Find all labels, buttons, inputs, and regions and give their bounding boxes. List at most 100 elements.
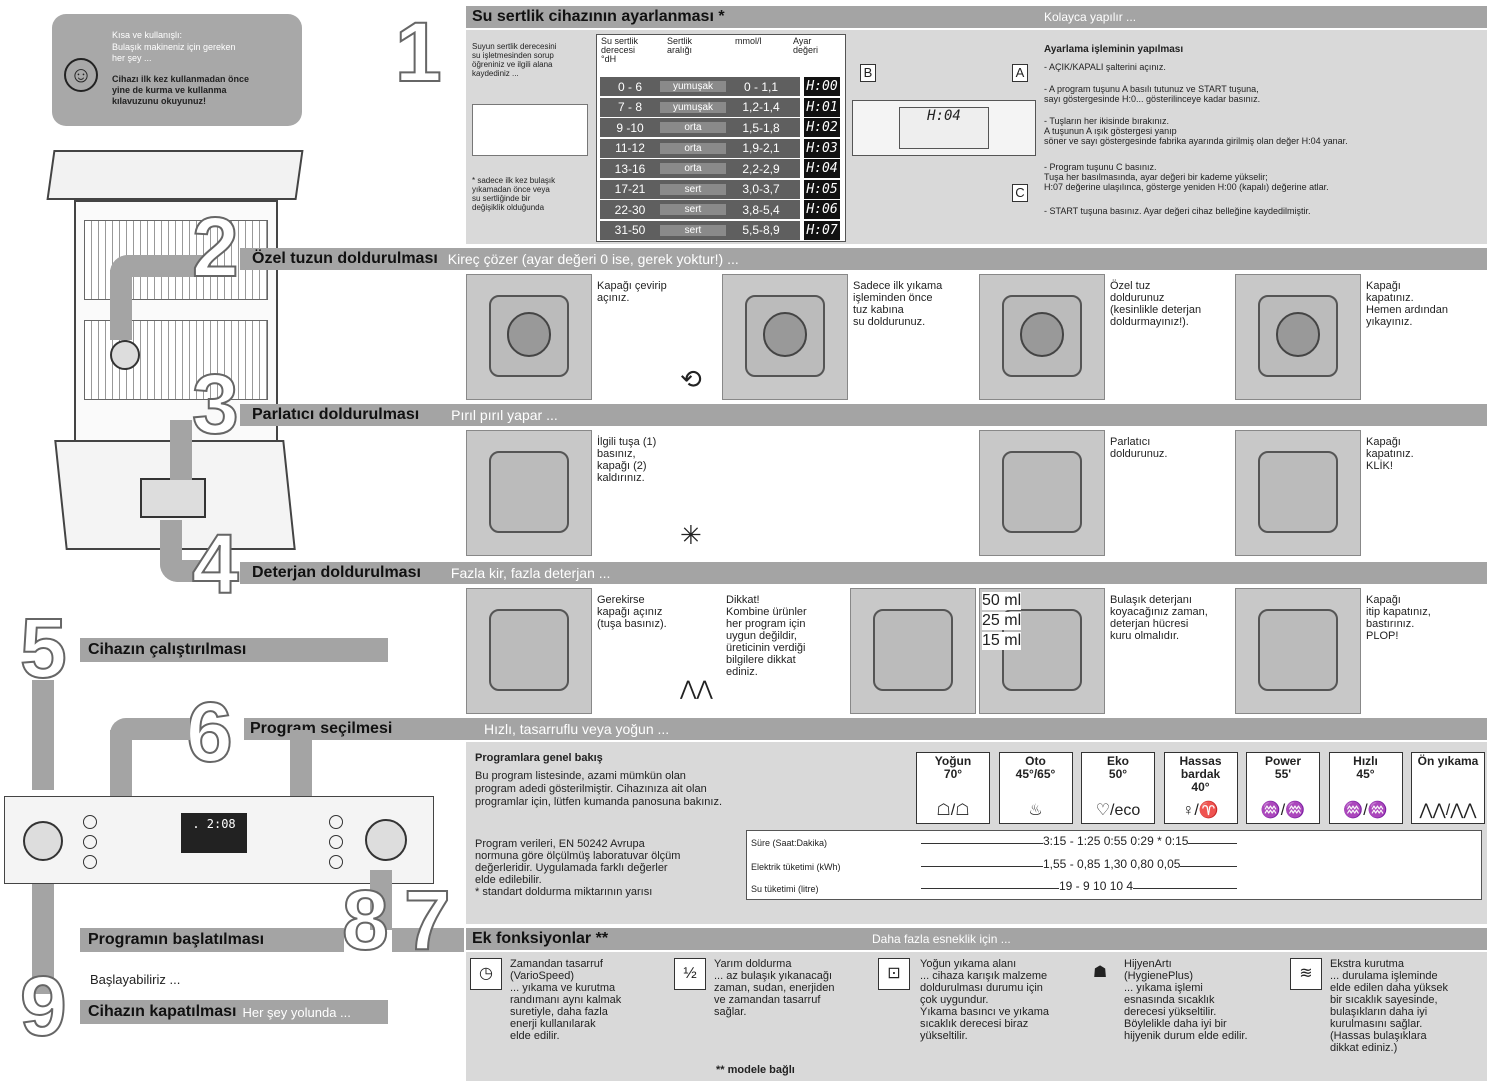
program-box: Oto 45°/65°♨ (998, 752, 1073, 824)
hardness-header-0: Su sertlik derecesi °dH (601, 36, 639, 64)
tip-box: ☺ Kısa ve kullanışlı: Bulaşık makineniz … (52, 14, 302, 126)
spray-icon: ⋀⋀ (680, 678, 713, 700)
section2-title: Özel tuzun doldurulması (252, 250, 438, 267)
procedure-step-2: - A program tuşunu A basılı tutunuz ve S… (1044, 84, 1261, 104)
hardness-cell: orta (660, 122, 726, 133)
salt-step4-image (1235, 274, 1361, 400)
program-icon: ♒/♒ (1343, 802, 1388, 819)
detergent-dispenser-icon (140, 478, 206, 518)
hardness-cell: 9 -10 (616, 120, 644, 135)
hardness-cell: sert (660, 204, 726, 215)
rinse-step3-image (979, 430, 1105, 556)
setting-value-lcd: H:06 (804, 200, 840, 219)
hardness-cell: yumuşak (660, 81, 726, 92)
panel-display-value: . 2:08 (192, 817, 236, 831)
clock-speed-icon: ◷ (470, 958, 502, 990)
hardness-cell: sert (660, 224, 726, 236)
hardness-cell: 2,2-2,9 (742, 161, 780, 176)
program-button-1[interactable] (83, 815, 97, 829)
option-button-1[interactable] (329, 815, 343, 829)
procedure-step-4: - Program tuşunu C basınız. Tuşa her bas… (1044, 162, 1329, 192)
hardness-header-1: Sertlik aralığı (667, 36, 693, 55)
func-hygiene-text: HijyenArtı (HygienePlus) ... yıkama işle… (1124, 958, 1248, 1042)
ready-text: Başlayabiliriz ... (90, 972, 181, 987)
appliance-control-panel: . 2:08 (4, 796, 434, 884)
section3-header: Parlatıcı doldurulması Pırıl pırıl yapar… (240, 404, 1487, 426)
section3-sub: Pırıl pırıl yapar ... (451, 407, 558, 423)
program-icon: ☖/☖ (936, 802, 970, 819)
start-button[interactable] (365, 819, 407, 861)
section2-header: Özel tuzun doldurulması Kireç çözer (aya… (240, 248, 1487, 270)
program-icon: ♀/♈ (1182, 802, 1219, 819)
section2-sub: Kireç çözer (ayar değeri 0 ise, gerek yo… (447, 251, 739, 267)
setting-value-lcd: H:05 (804, 179, 840, 199)
hardness-header-3: Ayar değeri (793, 36, 819, 55)
section7-footer: ** modele bağlı (716, 1064, 795, 1076)
ml-25: 25 ml (982, 612, 1022, 630)
section7-title: Ek fonksiyonlar ** (472, 930, 609, 947)
detergent-step2-image (850, 588, 976, 714)
setting-value-lcd: H:00 (804, 77, 840, 96)
data-label-water: Su tüketimi (litre) (751, 884, 819, 894)
salt-step1-text: Kapağı çevirip açınız. (597, 280, 667, 304)
section1-header: Su sertlik cihazının ayarlanması * Kolay… (466, 6, 1487, 28)
section4-sub: Fazla kir, fazla deterjan ... (450, 565, 611, 581)
detergent-step3-text: Bulaşık deterjanı koyacağınız zaman, det… (1110, 594, 1208, 642)
step6-title: Program seçilmesi (250, 720, 393, 737)
step9-sub: Her şey yolunda ... (242, 1004, 351, 1020)
detergent-step1-text: Gerekirse kapağı açınız (tuşa basınız). (597, 594, 667, 630)
option-button-3[interactable] (329, 855, 343, 869)
rinse-step1-text: İlgili tuşa (1) basınız, kapağı (2) kald… (597, 436, 657, 484)
section1-title: Su sertlik cihazının ayarlanması * (472, 8, 725, 25)
half-load-icon: ½ (674, 958, 706, 990)
hygiene-plus-icon: ☗ (1092, 964, 1108, 981)
power-button[interactable] (23, 821, 63, 861)
step-number-9: 9 (19, 959, 68, 1053)
salt-step2-image (722, 274, 848, 400)
hardness-cell: 31-50 (614, 223, 646, 237)
program-name: Ön yıkama (1417, 754, 1479, 768)
program-box: Ön yıkama⋀⋀/⋀⋀ (1411, 752, 1485, 824)
hardness-cell: 0 - 6 (617, 79, 642, 94)
setting-value-lcd: H:04 (804, 159, 840, 178)
program-button-2[interactable] (83, 835, 97, 849)
hardness-entry-box[interactable] (472, 104, 588, 156)
procedure-step-3: - Tuşların her ikisinde bırakınız. A tuş… (1044, 116, 1348, 146)
hardness-cell: 17-21 (614, 182, 646, 196)
data-value-water: 19 - 9 10 10 4 (1059, 879, 1134, 893)
ml-50: 50 ml (982, 592, 1022, 610)
program-name: Power 55' (1264, 754, 1301, 781)
program-button-3[interactable] (83, 855, 97, 869)
procedure-title: Ayarlama işleminin yapılması (1044, 44, 1184, 55)
step-number-4: 4 (191, 517, 240, 611)
step-number-2: 2 (191, 200, 240, 294)
section1-footnote: * sadece ilk kez bulaşık yıkamadan önce … (472, 176, 556, 212)
func-extradry-text: Ekstra kurutma ... durulama işleminde el… (1330, 958, 1449, 1054)
hardness-cell: 1,9-2,1 (742, 141, 780, 155)
label-b: B (860, 64, 876, 82)
rinse-step1-image (466, 430, 592, 556)
program-data-text: Program verileri, EN 50242 Avrupa normun… (475, 838, 681, 898)
program-box: Hızlı 45°♒/♒ (1328, 752, 1403, 824)
salt-cap-icon (110, 340, 140, 370)
hardness-cell: 1,5-1,8 (742, 120, 780, 135)
hardness-cell: 3,8-5,4 (742, 202, 780, 217)
step5-title: Cihazın çalıştırılması (88, 641, 247, 658)
salt-step1-image (466, 274, 592, 400)
option-button-2[interactable] (329, 835, 343, 849)
section7-header: Ek fonksiyonlar ** Daha fazla esneklik i… (466, 928, 1487, 950)
label-c: C (1012, 184, 1028, 202)
program-box: Yoğun 70°☖/☖ (916, 752, 990, 824)
hardness-cell: sert (660, 183, 726, 195)
detergent-step4-text: Kapağı itip kapatınız, bastırınız. PLOP! (1366, 594, 1431, 642)
detergent-step1-image (466, 588, 592, 714)
step9-bar: Cihazın kapatılması Her şey yolunda ... (80, 1000, 388, 1024)
hardness-row: 9 -10 orta 1,5-1,8 (600, 118, 800, 137)
func-variospeed-text: Zamandan tasarruf (VarioSpeed) ... yıkam… (510, 958, 622, 1042)
